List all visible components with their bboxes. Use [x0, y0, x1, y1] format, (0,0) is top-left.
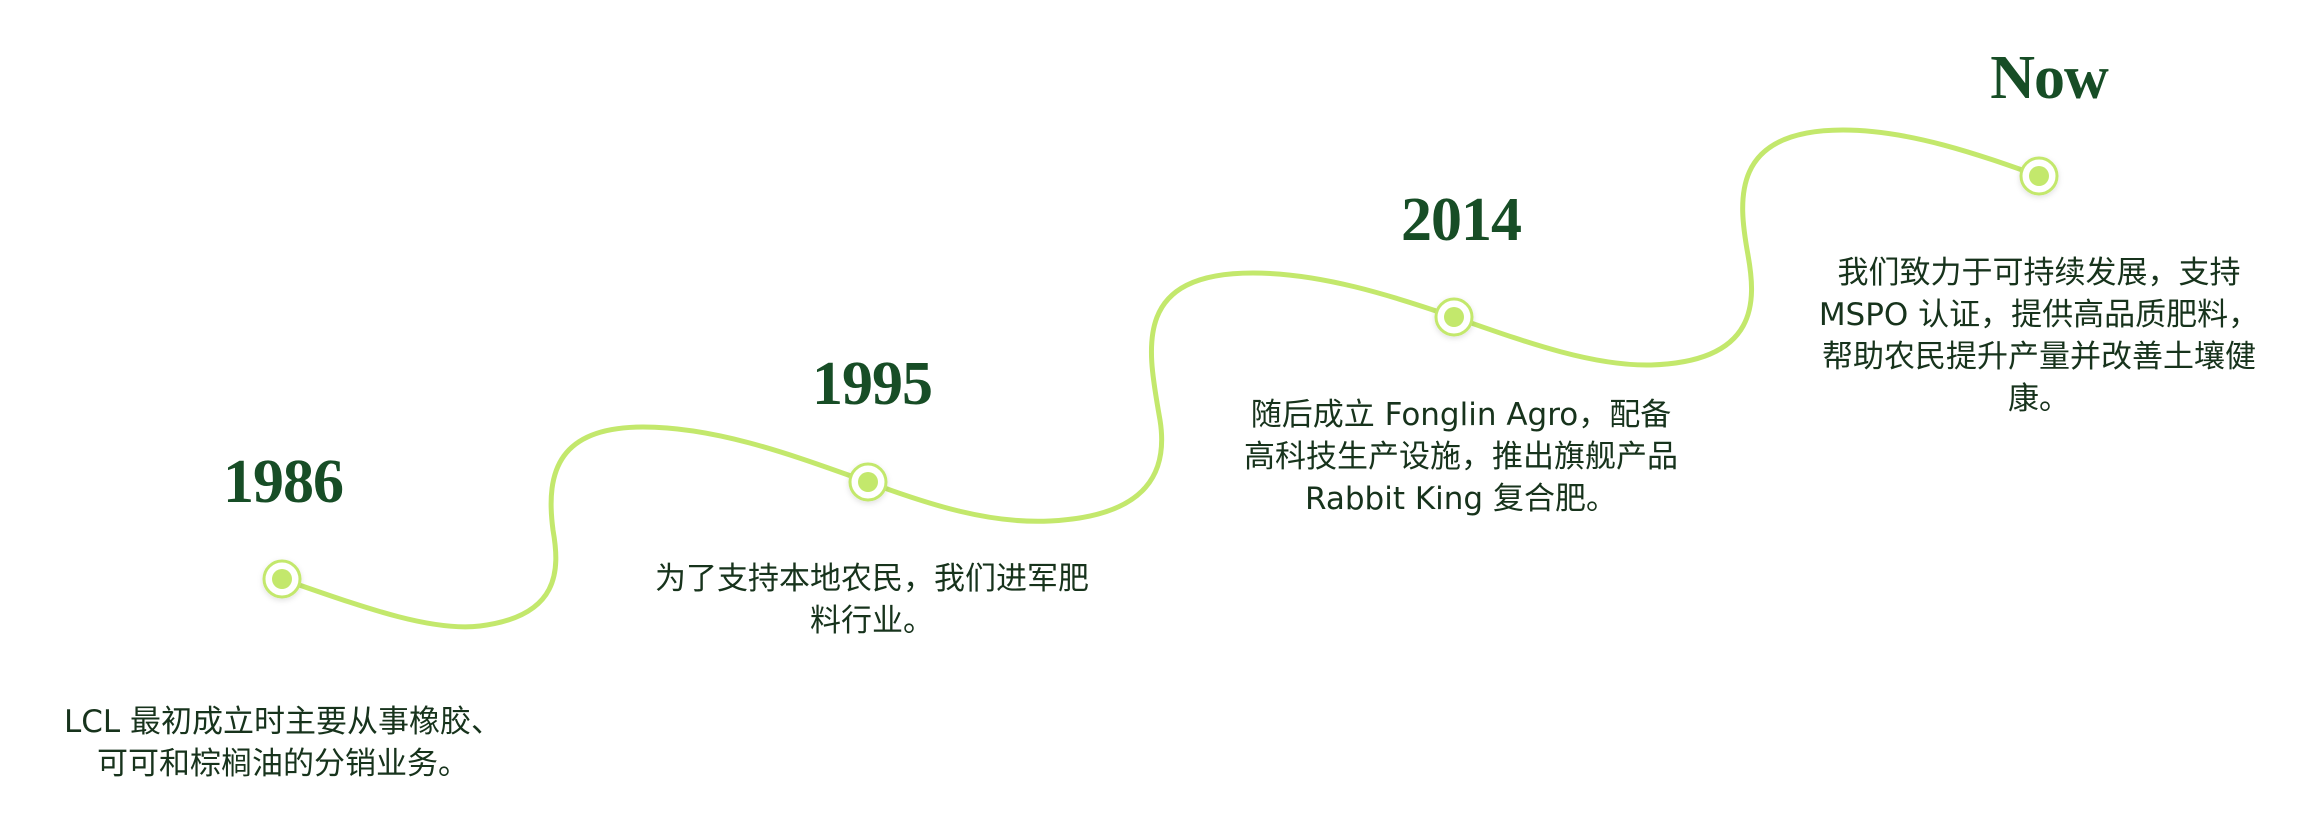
milestone-description-now: 我们致力于可持续发展，支持 MSPO 认证，提供高品质肥料，帮助农民提升产量并改…	[1818, 255, 2260, 417]
timeline-node-icon	[2019, 156, 2059, 196]
timeline-node-dot	[2029, 166, 2049, 186]
timeline-node-dot	[272, 569, 292, 589]
milestone-description-1986: LCL 最初成立时主要从事橡胶、可可和棕榈油的分销业务。	[63, 704, 503, 782]
milestone-year-1995: 1995	[812, 350, 933, 418]
timeline-node-icon	[262, 559, 302, 599]
milestone-year-2014: 2014	[1401, 186, 1522, 254]
timeline-node-icon	[848, 462, 888, 502]
milestone-year-1986: 1986	[223, 448, 344, 516]
milestone-year-now: Now	[1990, 44, 2109, 112]
timeline-node-icon	[1434, 297, 1474, 337]
timeline-node-dot	[858, 472, 878, 492]
timeline-node-dot	[1444, 307, 1464, 327]
milestone-description-1995: 为了支持本地农民，我们进军肥料行业。	[655, 561, 1089, 639]
timeline-curve	[279, 127, 2042, 630]
milestone-description-2014: 随后成立 Fonglin Agro，配备高科技生产设施，推出旗舰产品 Rabbi…	[1244, 397, 1678, 517]
